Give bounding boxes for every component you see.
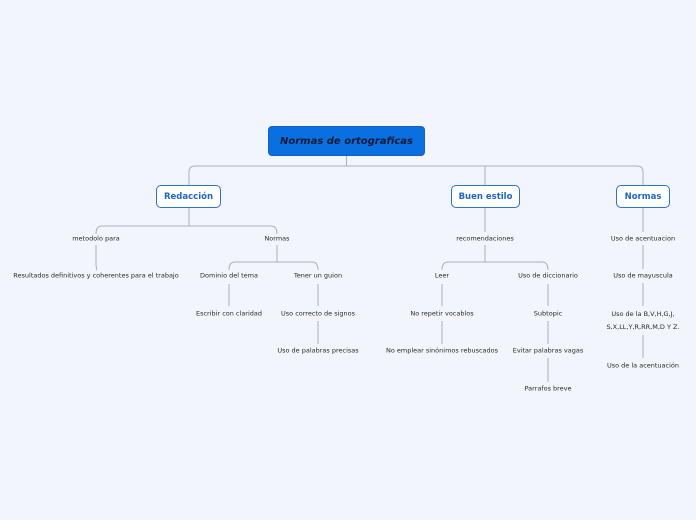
- node-uso-diccionario[interactable]: Uso de diccionario: [518, 271, 578, 280]
- node-uso-palabras[interactable]: Uso de palabras precisas: [277, 346, 359, 355]
- node-uso-letras-line1: Uso de la B,V,H,G,J,: [611, 310, 675, 318]
- node-no-repetir[interactable]: No repetir vocablos: [410, 309, 474, 318]
- node-uso-letras[interactable]: Uso de la B,V,H,G,J, S,X,LL,Y,R,RR,M,D Y…: [606, 308, 679, 334]
- node-uso-mayuscula[interactable]: Uso de mayuscula: [613, 271, 673, 280]
- root-node[interactable]: Normas de ortograficas: [268, 126, 425, 156]
- node-metodolo[interactable]: metodolo para: [72, 234, 120, 243]
- node-no-emplear[interactable]: No emplear sinónimos rebuscados: [385, 346, 499, 355]
- node-uso-acentuacion-2[interactable]: Uso de la acentuación: [606, 361, 680, 370]
- node-uso-signos[interactable]: Uso correcto de signos: [281, 309, 355, 318]
- node-subtopic[interactable]: Subtopic: [533, 309, 563, 318]
- node-tener-guion[interactable]: Tener un guion: [293, 271, 343, 280]
- node-recomendaciones[interactable]: recomendaciones: [456, 234, 514, 243]
- node-normas-sub[interactable]: Normas: [264, 234, 290, 243]
- node-escribir[interactable]: Escribir con claridad: [195, 309, 263, 318]
- node-uso-acentuacion[interactable]: Uso de acentuacion: [610, 234, 676, 243]
- edge-normas-children: [228, 245, 319, 271]
- node-leer[interactable]: Leer: [434, 271, 450, 280]
- node-evitar-palabras[interactable]: Evitar palabras vagas: [512, 346, 584, 355]
- node-parrafos[interactable]: Parrafos breve: [524, 384, 572, 393]
- node-buen-estilo[interactable]: Buen estilo: [451, 185, 520, 208]
- node-normas-main[interactable]: Normas: [616, 185, 670, 208]
- node-redaccion[interactable]: Redacción: [156, 185, 221, 208]
- edge-metodolo-resultados: [95, 245, 98, 271]
- edge-recom-children: [441, 245, 549, 271]
- node-uso-letras-line2: S,X,LL,Y,R,RR,M,D Y Z.: [606, 323, 680, 331]
- node-resultados[interactable]: Resultados definitivos y coherentes para…: [13, 271, 179, 280]
- edge-root-bus: [188, 156, 644, 186]
- edge-redaccion-children: [95, 208, 278, 235]
- node-dominio[interactable]: Dominio del tema: [200, 271, 258, 280]
